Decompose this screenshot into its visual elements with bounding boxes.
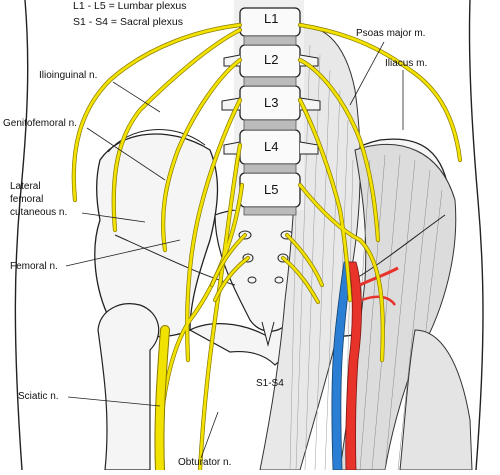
right-sacral-path <box>298 183 385 362</box>
legend-sacral: S1 - S4 = Sacral plexus <box>73 16 184 28</box>
vertebra-label-l2: L2 <box>264 52 279 67</box>
lateral-femoral-label-1: Lateral <box>10 181 41 192</box>
sciatic-label: Sciatic n. <box>18 391 59 402</box>
obturator-label: Obturator n. <box>178 457 232 468</box>
sacral-label: S1-S4 <box>256 378 284 389</box>
sacral-roots <box>210 233 324 304</box>
genitofemoral-label: Genitofemoral n. <box>3 118 77 129</box>
psoas-muscle <box>259 27 361 471</box>
lateral-femoral-nerve-path <box>161 58 242 252</box>
genitofemoral-nerve-path <box>112 28 242 232</box>
left-iliac-crest <box>107 129 206 153</box>
right-ilioinguinal-path <box>298 23 462 162</box>
left-inguinal-ligament <box>114 234 236 286</box>
psoas-label: Psoas major m. <box>356 28 426 39</box>
body-outline <box>14 0 29 471</box>
nerves <box>71 22 463 475</box>
femoral-nerve-path <box>185 98 242 362</box>
vertebra-label-l3: L3 <box>264 95 279 110</box>
lateral-femoral-label-3: cutaneous n. <box>10 207 68 218</box>
lateral-femoral-label-2: femoral <box>10 194 44 205</box>
vertebra-bodies <box>239 7 301 208</box>
intervertebral-discs <box>243 35 297 216</box>
vertebra-label-l1: L1 <box>264 11 279 26</box>
right-femoral-path <box>298 98 352 302</box>
leader-lines <box>65 41 404 459</box>
femoral-label: Femoral n. <box>10 261 58 272</box>
vertebra-label-l4: L4 <box>264 139 279 154</box>
left-femur <box>97 303 160 471</box>
legend-lumbar: L1 - L5 = Lumbar plexus <box>73 0 187 12</box>
right-genitofemoral-path <box>298 58 380 242</box>
vertebra-label-l5: L5 <box>264 182 279 197</box>
body-outline-right <box>468 0 484 471</box>
iliacus-label: Iliacus m. <box>385 58 428 69</box>
obturator-nerve-path <box>198 143 242 472</box>
coccyx <box>261 321 275 347</box>
ilioinguinal-nerve-path <box>72 23 242 202</box>
ilioinguinal-label: Ilioinguinal n. <box>39 70 98 81</box>
